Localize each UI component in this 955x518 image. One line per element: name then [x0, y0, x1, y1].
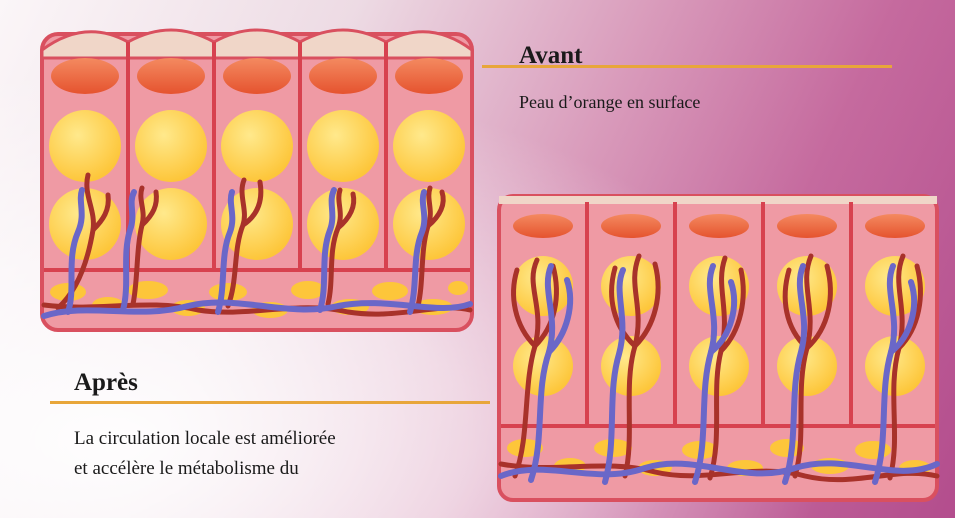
before-title: Avant: [519, 42, 582, 70]
after-description-line-1: La circulation locale est améliorée: [74, 428, 336, 450]
after-title: Après: [74, 369, 138, 397]
after-title-underline: [50, 401, 490, 404]
after-description-line-2: et accélère le métabolisme du: [74, 458, 299, 480]
orange-peel-surface: [42, 30, 472, 58]
smooth-surface: [499, 196, 937, 204]
after-skin-illustration: [495, 186, 943, 504]
before-skin-illustration: [38, 20, 484, 338]
before-description: Peau d’orange en surface: [519, 92, 700, 113]
